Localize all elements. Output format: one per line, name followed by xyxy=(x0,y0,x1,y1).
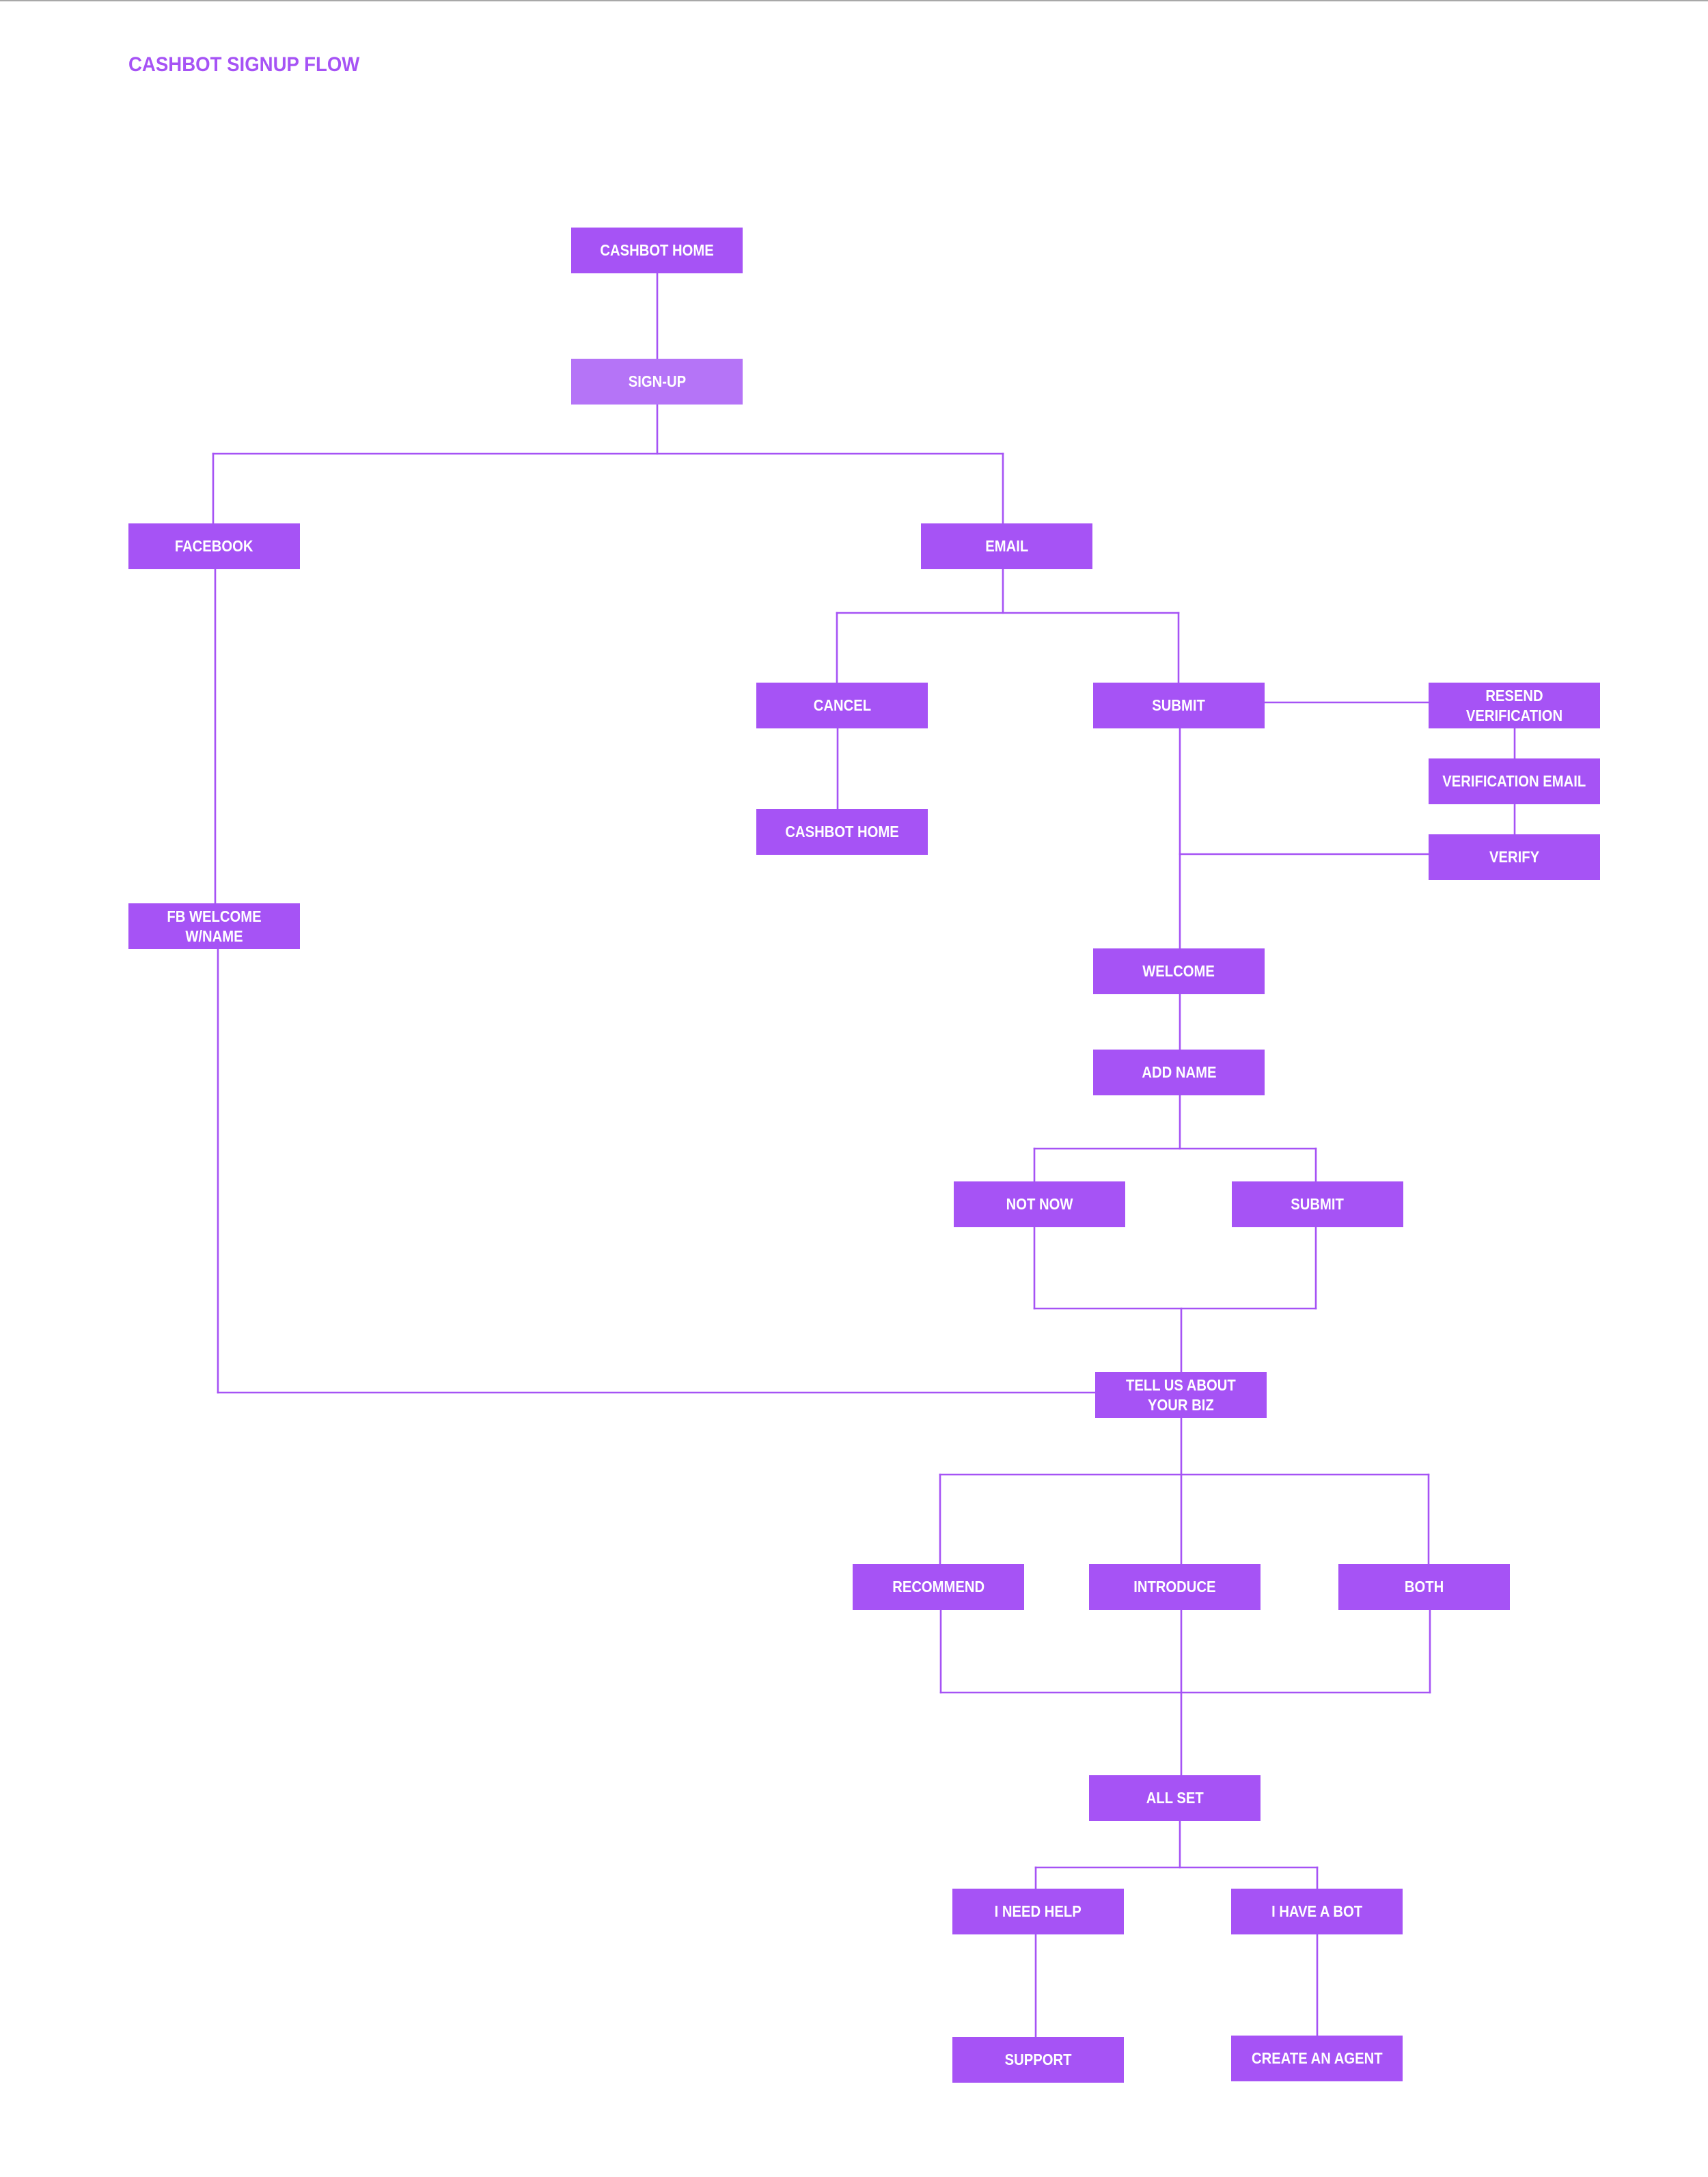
node-label: CANCEL xyxy=(813,696,871,714)
node-label: SIGN-UP xyxy=(628,372,686,390)
node-create-an-agent[interactable]: CREATE AN AGENT xyxy=(1231,2036,1403,2081)
node-sign-up[interactable]: SIGN-UP xyxy=(571,359,743,405)
node-label: BOTH xyxy=(1404,1578,1444,1596)
node-submit-name[interactable]: SUBMIT xyxy=(1232,1181,1403,1227)
node-label: ALL SET xyxy=(1146,1789,1204,1807)
node-label: I NEED HELP xyxy=(994,1902,1082,1920)
node-verification-email[interactable]: VERIFICATION EMAIL xyxy=(1429,758,1600,804)
node-label: CASHBOT HOME xyxy=(600,241,714,259)
node-label: VERIFICATION EMAIL xyxy=(1442,772,1586,790)
node-facebook[interactable]: FACEBOOK xyxy=(128,523,300,569)
node-label: FACEBOOK xyxy=(175,537,253,555)
node-all-set[interactable]: ALL SET xyxy=(1089,1775,1261,1821)
node-label: TELL US ABOUT YOUR BIZ xyxy=(1126,1375,1236,1414)
node-label: RECOMMEND xyxy=(892,1578,984,1596)
node-label: I HAVE A BOT xyxy=(1271,1902,1363,1920)
top-rule xyxy=(0,0,1708,1)
node-label: WELCOME xyxy=(1142,962,1215,980)
node-label: CASHBOT HOME xyxy=(785,823,899,840)
node-cancel-cashbot-home[interactable]: CASHBOT HOME xyxy=(756,809,928,855)
node-label: RESEND VERIFICATION xyxy=(1465,686,1563,724)
page-title: CASHBOT SIGNUP FLOW xyxy=(128,53,360,76)
node-tell-us-about-your-biz[interactable]: TELL US ABOUT YOUR BIZ xyxy=(1095,1372,1267,1418)
node-add-name[interactable]: ADD NAME xyxy=(1093,1050,1265,1095)
node-label: ADD NAME xyxy=(1141,1063,1217,1081)
node-label: SUBMIT xyxy=(1152,696,1206,714)
node-i-have-a-bot[interactable]: I HAVE A BOT xyxy=(1231,1889,1403,1934)
node-label: FB WELCOME W/NAME xyxy=(167,907,262,945)
node-label: INTRODUCE xyxy=(1133,1578,1216,1596)
node-email[interactable]: EMAIL xyxy=(921,523,1092,569)
node-submit-email[interactable]: SUBMIT xyxy=(1093,683,1265,728)
node-fb-welcome[interactable]: FB WELCOME W/NAME xyxy=(128,903,300,949)
node-label: NOT NOW xyxy=(1006,1195,1073,1213)
node-welcome[interactable]: WELCOME xyxy=(1093,948,1265,994)
node-not-now[interactable]: NOT NOW xyxy=(954,1181,1125,1227)
node-both[interactable]: BOTH xyxy=(1338,1564,1510,1610)
node-cancel[interactable]: CANCEL xyxy=(756,683,928,728)
node-label: VERIFY xyxy=(1489,848,1540,866)
node-i-need-help[interactable]: I NEED HELP xyxy=(952,1889,1124,1934)
node-verify[interactable]: VERIFY xyxy=(1429,834,1600,880)
node-support[interactable]: SUPPORT xyxy=(952,2037,1124,2083)
node-resend-verification[interactable]: RESEND VERIFICATION xyxy=(1429,683,1600,728)
node-cashbot-home[interactable]: CASHBOT HOME xyxy=(571,228,743,273)
node-introduce[interactable]: INTRODUCE xyxy=(1089,1564,1261,1610)
node-label: EMAIL xyxy=(985,537,1028,555)
node-label: CREATE AN AGENT xyxy=(1251,2049,1383,2067)
node-label: SUBMIT xyxy=(1291,1195,1345,1213)
node-recommend[interactable]: RECOMMEND xyxy=(853,1564,1024,1610)
node-label: SUPPORT xyxy=(1004,2051,1072,2068)
